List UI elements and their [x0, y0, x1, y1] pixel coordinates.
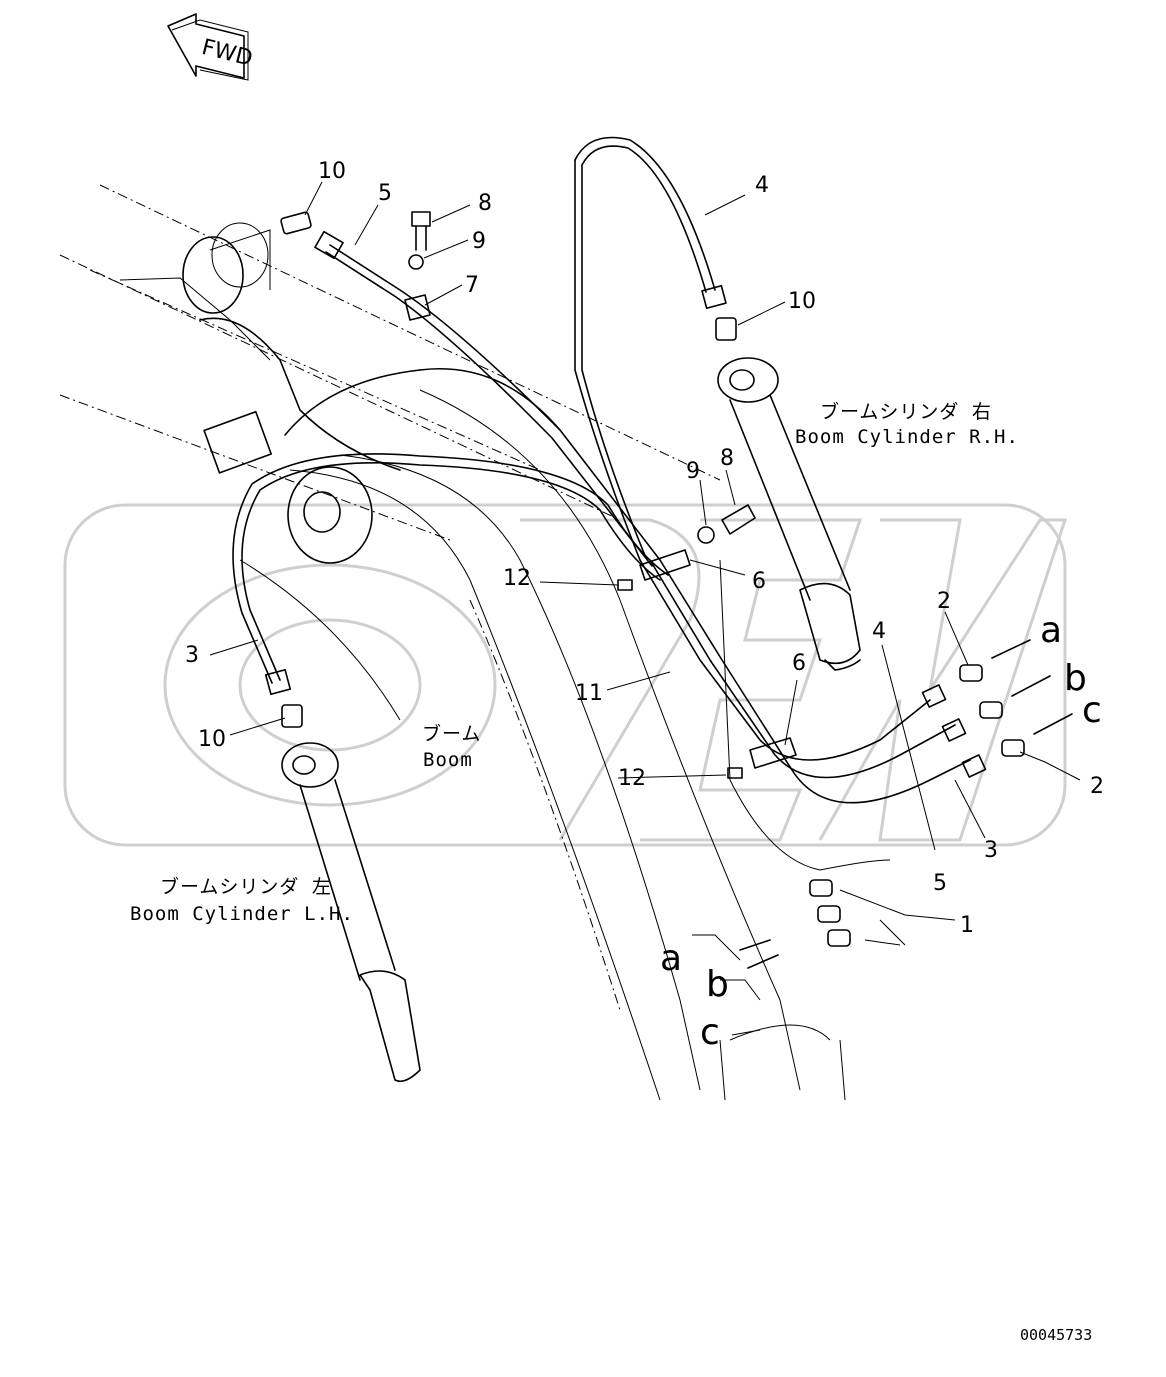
fwd-label: FWD	[199, 35, 255, 72]
callout-4-top: 4	[755, 173, 769, 198]
callout-3-right: 3	[984, 838, 998, 863]
label-boom-cylinder-lh-jp: ブームシリンダ 左	[160, 875, 332, 898]
port-letters: a b c a b c	[660, 610, 1102, 1053]
callout-7: 7	[465, 273, 479, 298]
boom-cylinder-rh	[717, 357, 861, 671]
callout-1: 1	[960, 913, 974, 938]
callout-11: 11	[575, 681, 603, 706]
port-a-right: a	[1040, 610, 1062, 651]
label-boom-cylinder-rh-en: Boom Cylinder R.H.	[795, 426, 1019, 448]
label-boom-cylinder-rh-jp: ブームシリンダ 右	[820, 400, 992, 423]
callout-9-top: 9	[472, 229, 486, 254]
port-b-right: b	[1064, 658, 1087, 699]
callout-2-right: 2	[1090, 774, 1104, 799]
label-boom-en: Boom	[423, 749, 473, 771]
fittings	[280, 211, 1025, 947]
watermark	[63, 503, 1068, 847]
callout-5-right: 5	[933, 871, 947, 896]
callout-4-mid: 4	[872, 619, 886, 644]
callout-9-mid: 9	[686, 459, 700, 484]
callout-10-left: 10	[198, 727, 226, 752]
label-boom-jp: ブーム	[422, 722, 481, 745]
fwd-arrow-icon: FWD	[167, 13, 255, 81]
callout-12-mid: 12	[618, 766, 646, 791]
callout-6-mid: 6	[792, 651, 806, 676]
callout-10-right: 10	[788, 289, 816, 314]
label-boom-cylinder-lh-en: Boom Cylinder L.H.	[130, 903, 354, 925]
port-c-right: c	[1082, 690, 1102, 731]
callout-6-top: 6	[752, 569, 766, 594]
callout-8-mid: 8	[720, 446, 734, 471]
callout-2-top: 2	[937, 589, 951, 614]
port-c-left: c	[700, 1012, 720, 1053]
callout-10-top: 10	[318, 159, 346, 184]
boom-cylinder-lh	[281, 742, 421, 1083]
drawing-number: 00045733	[1020, 1326, 1092, 1344]
callout-12-top: 12	[503, 566, 531, 591]
callout-5-top: 5	[378, 181, 392, 206]
port-a-left: a	[660, 938, 682, 979]
component-labels: ブームシリンダ 右 Boom Cylinder R.H. ブーム Boom ブー…	[130, 400, 1019, 925]
port-b-left: b	[706, 964, 729, 1005]
boom-structure	[59, 184, 846, 1101]
callout-3-left: 3	[185, 643, 199, 668]
callout-numbers: 10 5 8 9 7 4 10 9 8 12 6 2 4 3 10 11 6 1…	[185, 159, 1104, 938]
leader-lines	[209, 181, 1081, 1036]
callout-8-top: 8	[478, 191, 492, 216]
